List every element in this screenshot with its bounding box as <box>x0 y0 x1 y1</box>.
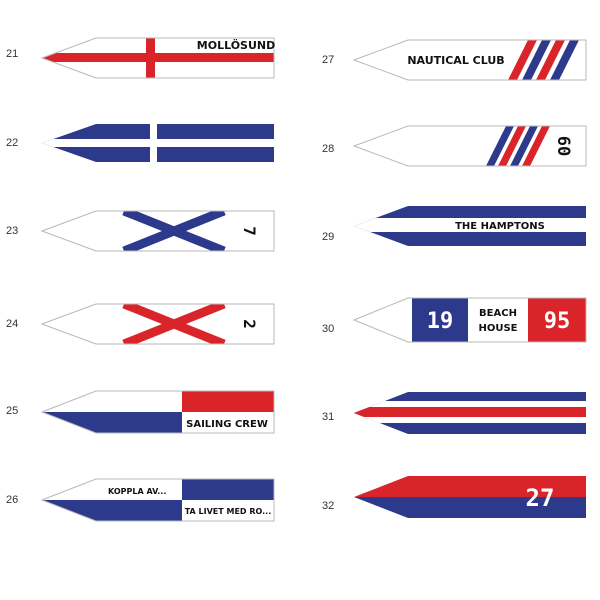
flag-24-saltire-b <box>122 304 226 344</box>
flag-29-white-band <box>354 218 586 232</box>
flag-30-label-right: 95 <box>544 309 571 334</box>
flag-27-label: NAUTICAL CLUB <box>407 54 504 67</box>
flag-26-label-bottom: TA LIVET MED RO... <box>185 507 272 516</box>
flag-25: SAILING CREW <box>40 390 275 434</box>
flag-24-label: 2 <box>240 319 259 329</box>
flag-25-red-panel <box>182 391 274 412</box>
item-number-21: 21 <box>6 48 19 60</box>
flag-31-white-band-bottom <box>354 417 586 423</box>
flag-27-stripe-1 <box>508 40 537 80</box>
flag-23-label: 7 <box>240 226 259 236</box>
flag-31 <box>354 392 586 434</box>
item-number-22: 22 <box>6 137 19 149</box>
flag-25-blue-panel <box>42 412 182 433</box>
flag-31-red-band <box>354 407 586 417</box>
flag-30: 19 BEACH HOUSE 95 <box>352 297 587 343</box>
item-number-23: 23 <box>6 225 19 237</box>
item-number-32: 32 <box>322 500 335 512</box>
item-number-25: 25 <box>6 405 19 417</box>
flag-27-stripe-3 <box>536 40 565 80</box>
flag-29-label: THE HAMPTONS <box>455 221 545 232</box>
flag-23: 7 <box>40 210 275 252</box>
flag-21-cross-vertical <box>146 38 155 78</box>
flag-30-label-left: 19 <box>427 309 454 334</box>
flag-22-cross-horizontal <box>42 139 274 147</box>
flag-27-stripe-2 <box>522 40 551 80</box>
flag-32-label: 27 <box>526 484 555 512</box>
flag-22-cross-vertical <box>150 124 157 162</box>
flag-24: 2 <box>40 303 275 345</box>
flag-26: KOPPLA AV... TA LIVET MED RO... <box>40 478 275 522</box>
item-number-27: 27 <box>322 54 335 66</box>
flag-26-blue-panel-top <box>182 479 274 500</box>
flag-22 <box>42 124 274 162</box>
flag-28-stripe-4 <box>522 126 550 166</box>
flag-31-white-band-top <box>354 401 586 407</box>
flag-32-blue-band <box>354 497 586 518</box>
flag-30-blue-panel <box>412 298 468 342</box>
flag-28-stripe-2 <box>498 126 526 166</box>
item-number-28: 28 <box>322 143 335 155</box>
item-number-24: 24 <box>6 318 19 330</box>
flag-25-label: SAILING CREW <box>186 419 268 430</box>
item-number-31: 31 <box>322 411 335 423</box>
flag-21: MOLLÖSUND <box>40 37 275 79</box>
flag-32-red-band <box>354 476 586 497</box>
flag-32: 27 <box>354 476 586 518</box>
item-number-30: 30 <box>322 323 335 335</box>
flag-28-stripe-1 <box>486 126 514 166</box>
flag-21-cross-horizontal <box>42 53 274 62</box>
flag-26-label-top: KOPPLA AV... <box>108 487 166 496</box>
flag-21-label: MOLLÖSUND <box>197 38 275 52</box>
item-number-26: 26 <box>6 494 19 506</box>
flag-28: 60 <box>352 125 587 167</box>
item-number-29: 29 <box>322 231 335 243</box>
flag-29: THE HAMPTONS <box>354 206 586 246</box>
flag-30-label-mid-bottom: HOUSE <box>478 323 517 334</box>
flag-26-blue-panel-bottom <box>42 500 182 521</box>
flag-27: NAUTICAL CLUB <box>352 39 587 81</box>
flag-27-stripe-4 <box>550 40 579 80</box>
flag-28-stripe-3 <box>510 126 538 166</box>
flag-30-label-mid-top: BEACH <box>479 308 517 319</box>
flag-30-red-panel <box>528 298 586 342</box>
flag-28-label: 60 <box>553 136 573 156</box>
flag-23-saltire-b <box>122 211 226 251</box>
